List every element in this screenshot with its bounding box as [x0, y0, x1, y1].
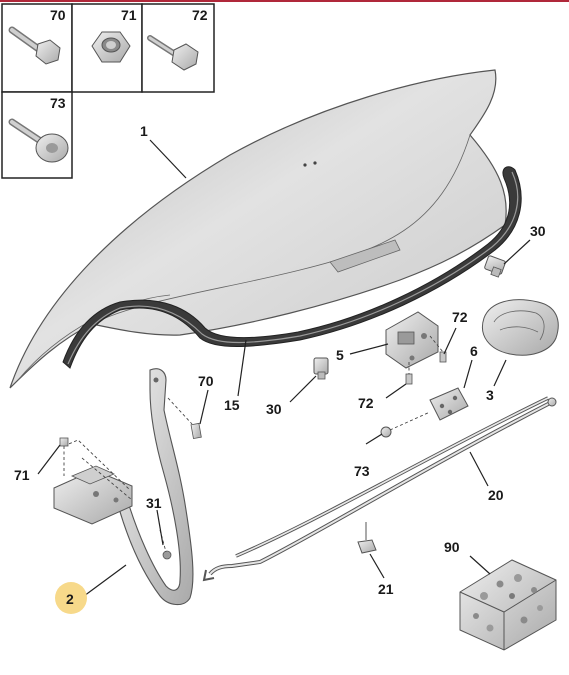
hinge-fasteners: [59, 397, 202, 553]
label-part-71: 71: [14, 467, 30, 483]
latch-cover-part-3: [482, 299, 559, 356]
label-part-3: 3: [486, 387, 494, 403]
label-part-31: 31: [146, 495, 162, 511]
fastener-kit-part-90: [459, 559, 557, 651]
label-part-72-upper: 72: [452, 309, 468, 325]
label-part-6: 6: [470, 343, 478, 359]
bump-stop-30-left: [313, 357, 329, 380]
inset-label-70: 70: [50, 7, 66, 23]
striker-plate-part-6: [429, 387, 469, 421]
label-part-73: 73: [354, 463, 370, 479]
bolt-73-lower: [380, 411, 431, 438]
label-part-90: 90: [444, 539, 460, 555]
seal-part-15: [62, 166, 522, 369]
leader-lines: [37, 139, 531, 597]
bolt-73-icon: [8, 118, 69, 163]
inset-label-73: 73: [50, 95, 66, 111]
label-part-70: 70: [198, 373, 214, 389]
hinge-arm-part-2: [117, 368, 194, 606]
label-part-30-right: 30: [530, 223, 546, 239]
label-part-5: 5: [336, 347, 344, 363]
latch-part-5: [385, 311, 439, 369]
latch-screws-72: [405, 335, 447, 385]
highlight-circle: [55, 582, 87, 614]
screw-72-icon: [147, 35, 199, 71]
label-part-21: 21: [378, 581, 394, 597]
label-part-72-lower: 72: [358, 395, 374, 411]
clip-part-21: [357, 522, 377, 554]
label-part-30-left: 30: [266, 401, 282, 417]
label-part-20: 20: [488, 487, 504, 503]
part-labels: 1 2 3 5 6 15 20 21 30 30 31 70 71 72 72 …: [14, 123, 546, 607]
inset-label-72: 72: [192, 7, 208, 23]
label-part-2: 2: [66, 591, 74, 607]
release-cable-part-20: [202, 396, 557, 582]
fastener-inset-grid: 70 71 72 73: [1, 3, 215, 179]
bump-stop-30-right: [484, 255, 506, 278]
inset-label-71: 71: [121, 7, 137, 23]
bolt-70-icon: [8, 26, 61, 65]
nut-71-icon: [91, 31, 131, 63]
label-part-15: 15: [224, 397, 240, 413]
label-part-1: 1: [140, 123, 148, 139]
hinge-bracket: [53, 439, 133, 525]
